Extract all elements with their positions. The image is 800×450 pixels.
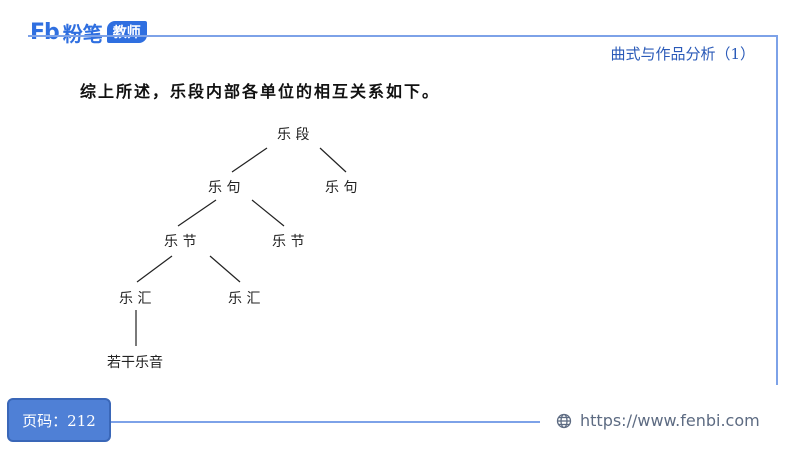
tree-node-root: 乐 段 [277, 127, 310, 143]
edge-root-phrase-left [231, 147, 268, 173]
logo-mark: Fb [30, 19, 60, 45]
footer-divider [110, 421, 540, 423]
tree-node-motif-left: 乐 汇 [119, 291, 152, 307]
tree-node-notes: 若干乐音 [107, 355, 163, 371]
header-divider [28, 35, 778, 37]
logo-name: 粉笔 [62, 21, 103, 46]
website-link[interactable]: https://www.fenbi.com [556, 411, 760, 430]
tree-node-phrase-right: 乐 句 [325, 180, 358, 196]
edge-measure-motif-left [136, 255, 173, 283]
tree-node-motif-right: 乐 汇 [228, 291, 261, 307]
intro-text: 综上所述，乐段内部各单位的相互关系如下。 [80, 82, 441, 101]
fenbi-logo: Fb 粉笔 教师 [30, 18, 147, 46]
edge-phrase-measure-left [177, 199, 217, 227]
page-number-badge: 页码：212 [7, 398, 111, 442]
globe-icon [556, 413, 572, 428]
page-number-label: 页码：212 [22, 411, 96, 430]
section-title: 曲式与作品分析（1） [610, 45, 755, 63]
tree-node-measure-left: 乐 节 [164, 234, 197, 250]
tree-node-phrase-left: 乐 句 [208, 180, 241, 196]
logo-badge: 教师 [106, 21, 147, 43]
website-url[interactable]: https://www.fenbi.com [580, 411, 760, 430]
tree-node-measure-right: 乐 节 [272, 234, 305, 250]
right-border [776, 35, 778, 385]
edge-root-phrase-right [319, 147, 347, 173]
edge-measure-motif-right [209, 255, 241, 283]
edge-phrase-measure-right [251, 199, 285, 227]
